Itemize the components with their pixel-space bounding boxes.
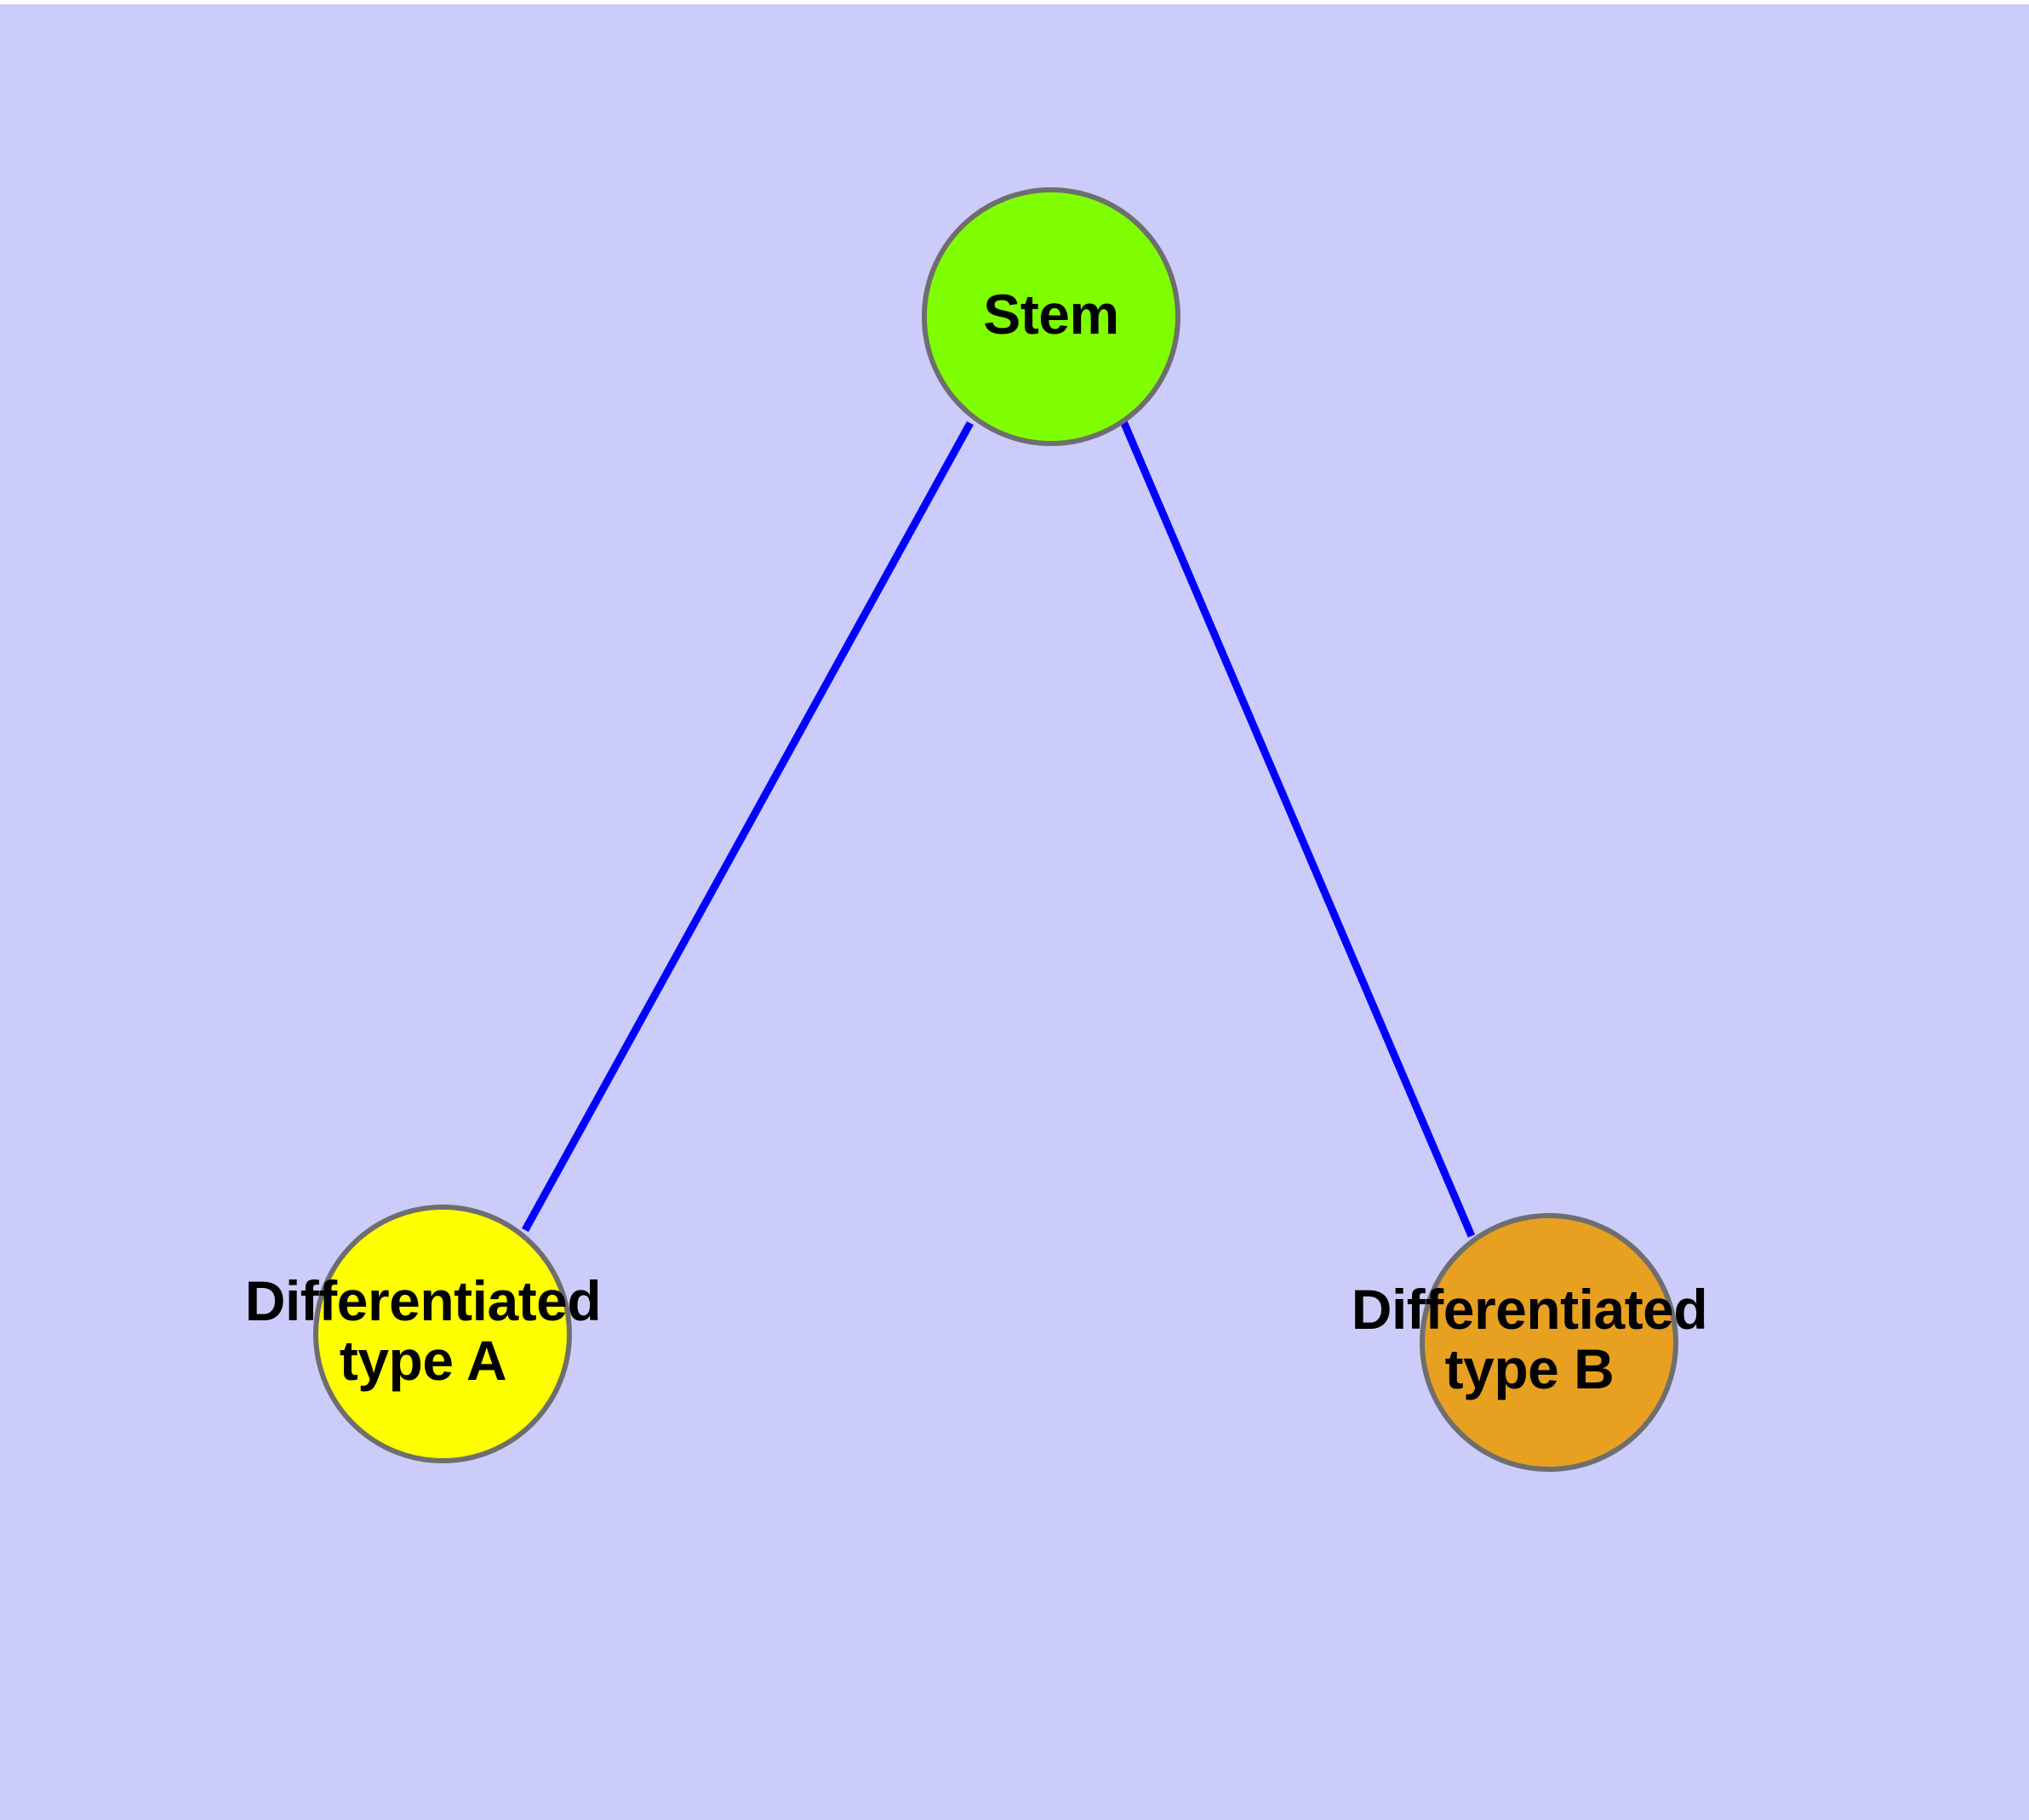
node-label-differentiated-type-b: Differentiated type B <box>1351 1278 1708 1400</box>
edge-stem-to-diff-b <box>1119 420 1476 1238</box>
node-stem[interactable] <box>922 187 1180 446</box>
node-differentiated-type-a[interactable] <box>313 1205 572 1463</box>
node-label-stem: Stem <box>983 283 1119 346</box>
node-differentiated-type-b[interactable] <box>1420 1213 1678 1472</box>
graph-surface: Stem Differentiated type A Differentiate… <box>0 4 2029 1820</box>
node-label-differentiated-type-a: Differentiated type A <box>244 1269 602 1392</box>
edge-stem-to-diff-a <box>522 421 974 1233</box>
edge-layer <box>522 420 1476 1238</box>
